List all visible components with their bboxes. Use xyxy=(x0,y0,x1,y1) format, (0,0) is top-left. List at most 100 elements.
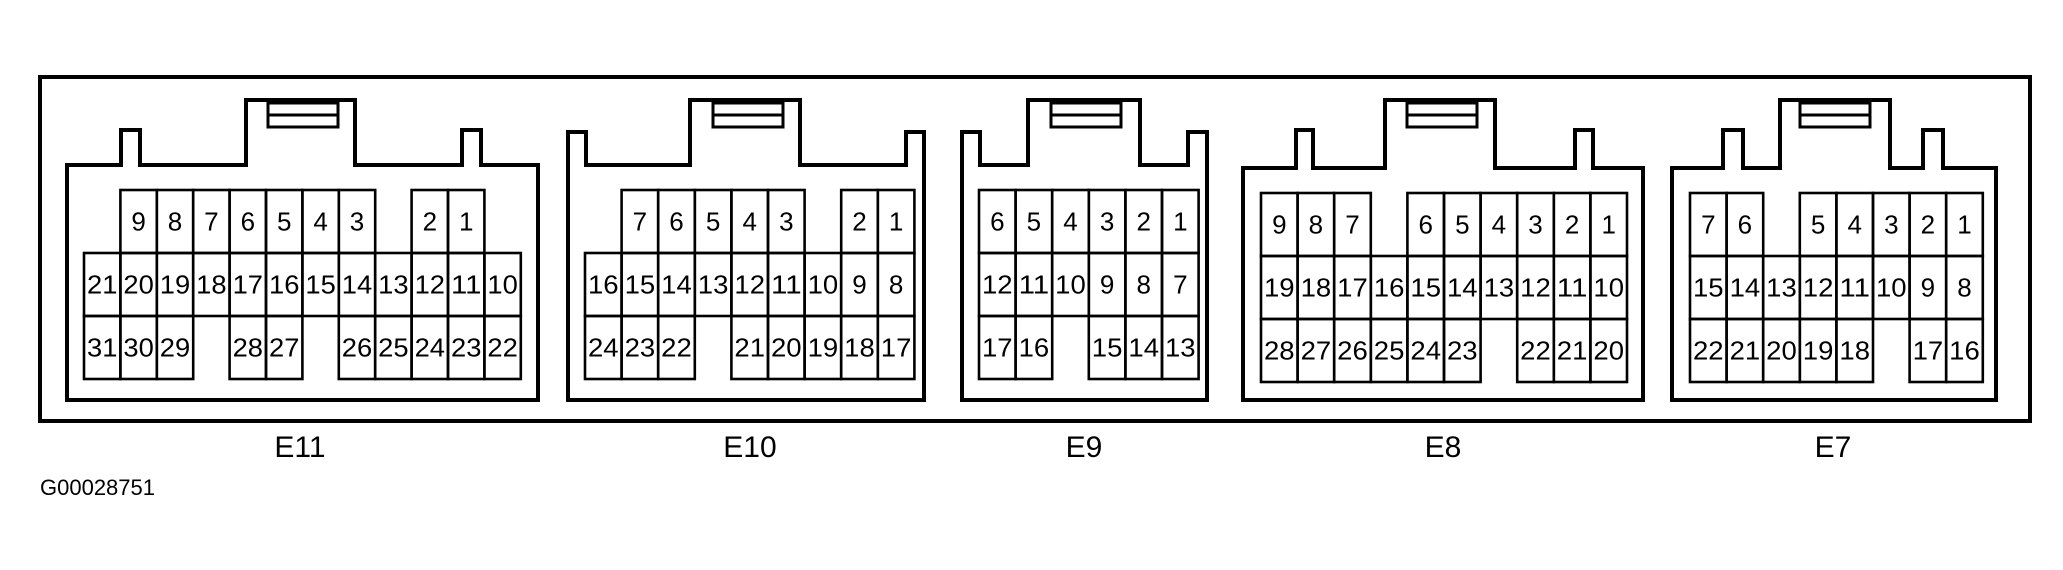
pin-number-e11-2: 2 xyxy=(423,207,437,237)
pin-number-e8-5: 5 xyxy=(1455,210,1469,240)
connector-e7-housing xyxy=(1670,98,1998,402)
pin-number-e10-16: 16 xyxy=(588,270,619,300)
pin-number-e11-7: 7 xyxy=(204,207,218,237)
pin-number-e7-10: 10 xyxy=(1876,273,1907,303)
pin-number-e10-15: 15 xyxy=(625,270,656,300)
pin-number-e7-14: 14 xyxy=(1730,273,1761,303)
pin-number-e11-9: 9 xyxy=(131,207,145,237)
connector-e11-housing xyxy=(65,98,540,402)
pin-number-e7-18: 18 xyxy=(1839,336,1870,366)
pin-number-e11-29: 29 xyxy=(160,333,190,363)
pin-number-e10-4: 4 xyxy=(742,207,756,237)
ecu-outer-frame xyxy=(38,75,2032,423)
pin-number-e10-19: 19 xyxy=(808,333,839,363)
pin-number-e9-17: 17 xyxy=(982,333,1013,363)
pin-number-e11-25: 25 xyxy=(378,333,408,363)
pin-number-e10-7: 7 xyxy=(633,207,647,237)
pin-number-e11-17: 17 xyxy=(233,270,263,300)
pin-cell-e11-22 xyxy=(483,314,523,381)
pin-number-e8-9: 9 xyxy=(1272,210,1286,240)
pin-number-e11-27: 27 xyxy=(269,333,299,363)
pin-number-e11-19: 19 xyxy=(160,270,190,300)
connector-e9-label: E9 xyxy=(1066,431,1103,464)
pin-number-e8-14: 14 xyxy=(1447,273,1478,303)
pin-number-e8-18: 18 xyxy=(1301,273,1332,303)
pin-number-e10-17: 17 xyxy=(881,333,912,363)
pin-cell-e11-29 xyxy=(155,314,195,381)
pin-number-e9-10: 10 xyxy=(1055,270,1086,300)
pin-number-e9-7: 7 xyxy=(1173,270,1187,300)
pin-number-e7-2: 2 xyxy=(1921,210,1935,240)
pin-number-e11-24: 24 xyxy=(415,333,445,363)
pin-cell-e8-23 xyxy=(1442,317,1482,384)
pin-number-e11-14: 14 xyxy=(342,270,372,300)
pin-number-e10-20: 20 xyxy=(771,333,802,363)
pin-number-e7-11: 11 xyxy=(1839,273,1870,303)
pin-number-e11-10: 10 xyxy=(487,270,517,300)
pin-number-e8-23: 23 xyxy=(1447,336,1478,366)
pin-number-e8-3: 3 xyxy=(1528,210,1542,240)
pin-number-e7-12: 12 xyxy=(1803,273,1834,303)
pin-number-e10-8: 8 xyxy=(889,270,903,300)
pin-number-e7-15: 15 xyxy=(1693,273,1724,303)
pin-number-e8-16: 16 xyxy=(1374,273,1405,303)
pin-number-e11-23: 23 xyxy=(451,333,481,363)
pin-cell-e10-22 xyxy=(656,314,697,381)
connector-e10-housing xyxy=(566,98,926,402)
pin-number-e10-9: 9 xyxy=(852,270,866,300)
pin-number-e7-13: 13 xyxy=(1766,273,1797,303)
pin-number-e8-26: 26 xyxy=(1337,336,1368,366)
pin-number-e10-13: 13 xyxy=(698,270,729,300)
pin-cell-e9-16 xyxy=(1014,314,1054,381)
pin-number-e8-2: 2 xyxy=(1565,210,1579,240)
pin-number-e11-13: 13 xyxy=(378,270,408,300)
pin-number-e10-3: 3 xyxy=(779,207,793,237)
pin-number-e9-13: 13 xyxy=(1165,333,1196,363)
pin-number-e9-14: 14 xyxy=(1128,333,1159,363)
pin-number-e7-4: 4 xyxy=(1847,210,1861,240)
pin-number-e7-21: 21 xyxy=(1730,336,1761,366)
pin-number-e10-6: 6 xyxy=(669,207,683,237)
pin-number-e10-24: 24 xyxy=(588,333,619,363)
pin-number-e11-16: 16 xyxy=(269,270,299,300)
pin-number-e9-1: 1 xyxy=(1173,207,1187,237)
pin-number-e11-31: 31 xyxy=(87,333,117,363)
pin-number-e8-11: 11 xyxy=(1557,273,1588,303)
pin-number-e7-3: 3 xyxy=(1884,210,1898,240)
pin-number-e11-12: 12 xyxy=(415,270,445,300)
pin-number-e8-19: 19 xyxy=(1264,273,1295,303)
pin-number-e8-20: 20 xyxy=(1593,336,1624,366)
pin-number-e7-19: 19 xyxy=(1803,336,1834,366)
pin-number-e8-25: 25 xyxy=(1374,336,1405,366)
pin-number-e9-15: 15 xyxy=(1092,333,1123,363)
pin-number-e10-2: 2 xyxy=(852,207,866,237)
figure-reference-id: G00028751 xyxy=(40,475,155,500)
pin-number-e8-21: 21 xyxy=(1557,336,1588,366)
pin-number-e10-1: 1 xyxy=(889,207,903,237)
pin-number-e10-12: 12 xyxy=(734,270,765,300)
pin-number-e8-4: 4 xyxy=(1492,210,1506,240)
pin-number-e7-1: 1 xyxy=(1957,210,1971,240)
pin-number-e11-15: 15 xyxy=(305,270,335,300)
pin-number-e9-9: 9 xyxy=(1100,270,1114,300)
pin-number-e11-30: 30 xyxy=(123,333,153,363)
pin-number-e7-7: 7 xyxy=(1701,210,1715,240)
pin-number-e9-5: 5 xyxy=(1027,207,1041,237)
pin-cell-e8-20 xyxy=(1589,317,1629,384)
pin-number-e10-22: 22 xyxy=(661,333,692,363)
pin-number-e10-21: 21 xyxy=(734,333,765,363)
pin-number-e8-24: 24 xyxy=(1410,336,1441,366)
pin-number-e8-17: 17 xyxy=(1337,273,1368,303)
pin-number-e7-8: 8 xyxy=(1957,273,1971,303)
pin-number-e8-12: 12 xyxy=(1520,273,1551,303)
pin-number-e11-4: 4 xyxy=(313,207,327,237)
